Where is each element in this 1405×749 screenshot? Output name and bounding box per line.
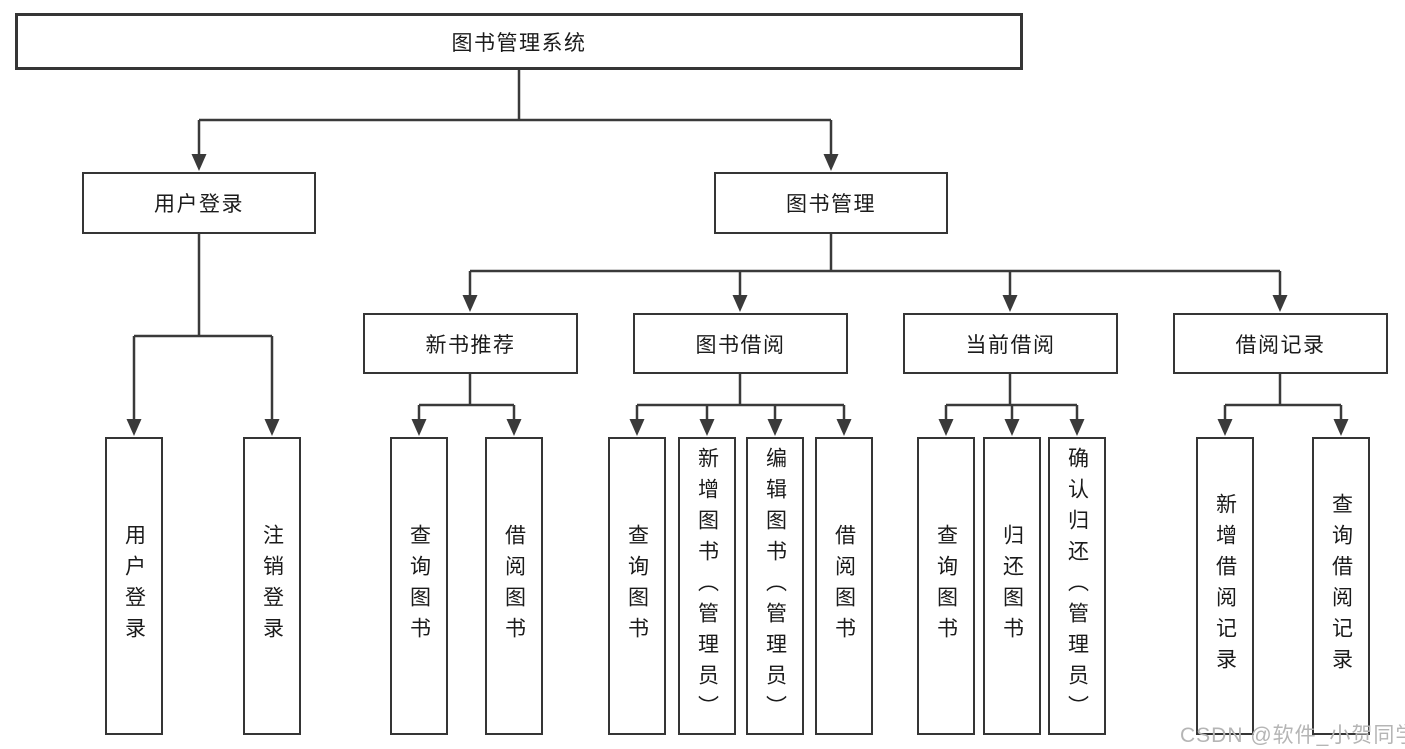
node-label: 编辑图书（管理员）	[763, 446, 787, 726]
leaf-add-book-admin: 新增图书（管理员）	[678, 437, 736, 735]
node-label: 新书推荐	[425, 333, 516, 357]
node-label: 注销登录	[260, 524, 284, 648]
leaf-return-book: 归还图书	[983, 437, 1041, 735]
node-label: 用户登录	[154, 193, 244, 216]
node-label: 查询图书	[934, 524, 958, 648]
leaf-edit-book-admin: 编辑图书（管理员）	[746, 437, 804, 735]
node-label: 图书管理	[786, 193, 876, 216]
node-label: 借阅图书	[832, 524, 856, 648]
leaf-query-borrow-record: 查询借阅记录	[1312, 437, 1370, 735]
node-label: 查询图书	[625, 524, 649, 648]
node-book-management: 图书管理	[714, 172, 948, 234]
node-label: 图书借阅	[695, 333, 786, 357]
node-label: 查询图书	[407, 524, 431, 648]
leaf-query-books-current: 查询图书	[917, 437, 975, 735]
node-label: 查询借阅记录	[1329, 493, 1353, 679]
node-label: 确认归还（管理员）	[1065, 446, 1089, 726]
node-current-borrowing: 当前借阅	[903, 313, 1118, 374]
node-label: 新增借阅记录	[1213, 493, 1237, 679]
leaf-add-borrow-record: 新增借阅记录	[1196, 437, 1254, 735]
node-label: 当前借阅	[965, 333, 1056, 357]
node-book-borrowing: 图书借阅	[633, 313, 848, 374]
node-label: 用户登录	[122, 524, 146, 648]
node-label: 借阅图书	[502, 524, 526, 648]
leaf-borrow-books: 借阅图书	[815, 437, 873, 735]
csdn-watermark: CSDN @软件_小贺同学	[1180, 724, 1405, 747]
leaf-logout: 注销登录	[243, 437, 301, 735]
leaf-borrow-books-recommend: 借阅图书	[485, 437, 543, 735]
leaf-confirm-return-admin: 确认归还（管理员）	[1048, 437, 1106, 735]
node-label: 归还图书	[1000, 524, 1024, 648]
node-label: 新增图书（管理员）	[695, 446, 719, 726]
node-library-management-system: 图书管理系统	[15, 13, 1023, 70]
node-borrowing-records: 借阅记录	[1173, 313, 1388, 374]
node-user-login: 用户登录	[82, 172, 316, 234]
leaf-query-books-borrow: 查询图书	[608, 437, 666, 735]
node-label: 借阅记录	[1235, 333, 1326, 357]
leaf-query-books-recommend: 查询图书	[390, 437, 448, 735]
node-new-book-recommendation: 新书推荐	[363, 313, 578, 374]
leaf-user-login: 用户登录	[105, 437, 163, 735]
node-label: 图书管理系统	[451, 31, 587, 55]
